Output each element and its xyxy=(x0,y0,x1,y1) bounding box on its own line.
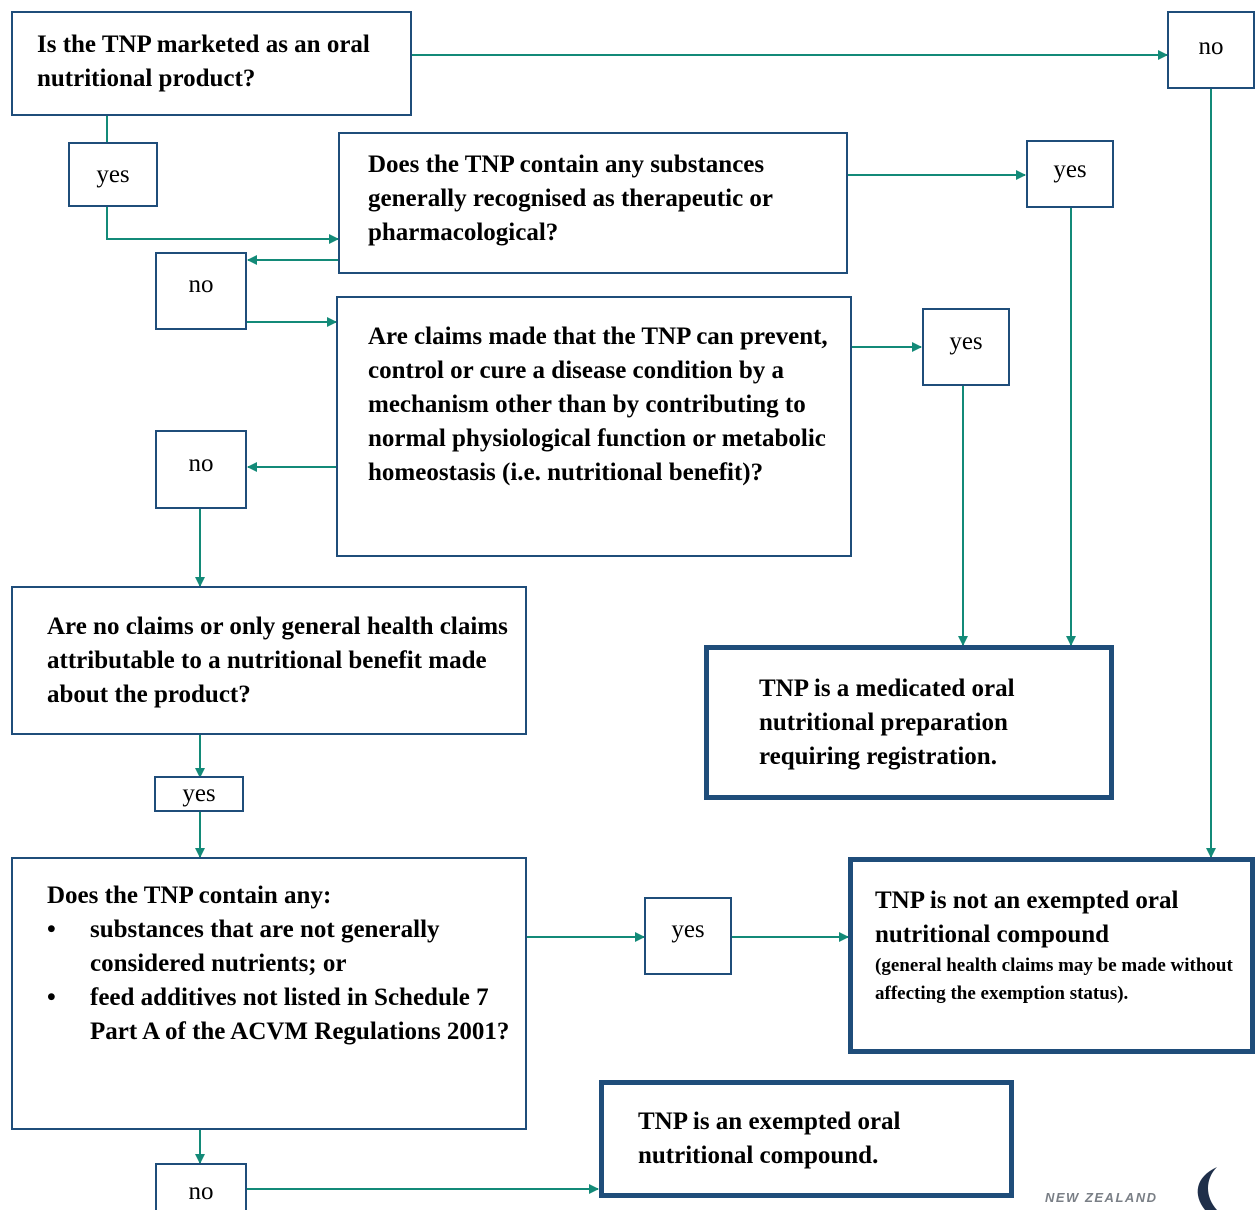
answer-yes-label: yes xyxy=(922,308,1010,386)
new-zealand-logo: NEW ZEALAND xyxy=(1045,1165,1255,1210)
outcome-medicated-preparation: TNP is a medicated oral nutritional prep… xyxy=(704,645,1114,800)
question-disease-claims: Are claims made that the TNP can prevent… xyxy=(336,296,852,557)
criteria-list: • substances that are not generally cons… xyxy=(47,913,515,1049)
answer-no-label: no xyxy=(155,430,247,509)
list-item-text: feed additives not listed in Schedule 7 … xyxy=(90,984,510,1045)
logo-mark-icon: NEW ZEALAND xyxy=(1045,1167,1217,1210)
answer-no-label: no xyxy=(155,1163,247,1210)
question-lead: Does the TNP contain any: xyxy=(47,882,332,909)
question-therapeutic-substances: Does the TNP contain any substances gene… xyxy=(338,132,848,274)
answer-yes-label: yes xyxy=(154,776,244,812)
question-nutrients-additives: Does the TNP contain any: • substances t… xyxy=(11,857,527,1130)
outcome-text: TNP is a medicated oral nutritional prep… xyxy=(759,675,1015,770)
list-item: • feed additives not listed in Schedule … xyxy=(47,981,515,1049)
outcome-not-exempted: TNP is not an exempted oral nutritional … xyxy=(848,857,1255,1054)
arrow-yes-to-q2 xyxy=(106,206,339,244)
answer-no-label: no xyxy=(155,252,247,330)
question-marketed-oral: Is the TNP marketed as an oral nutrition… xyxy=(11,11,412,116)
outcome-text: TNP is not an exempted oral nutritional … xyxy=(875,887,1179,948)
outcome-text: TNP is an exempted oral nutritional comp… xyxy=(638,1108,901,1169)
question-text: Does the TNP contain any substances gene… xyxy=(368,151,773,246)
question-text: Are no claims or only general health cla… xyxy=(47,613,508,708)
bullet-icon: • xyxy=(47,916,56,943)
answer-no-label: no xyxy=(1167,11,1255,89)
question-general-health-claims: Are no claims or only general health cla… xyxy=(11,586,527,735)
outcome-note: (general health claims may be made witho… xyxy=(875,955,1233,1004)
bullet-icon: • xyxy=(47,984,56,1011)
outcome-exempted: TNP is an exempted oral nutritional comp… xyxy=(599,1080,1014,1198)
svg-text:NEW ZEALAND: NEW ZEALAND xyxy=(1045,1190,1158,1205)
answer-yes-label: yes xyxy=(68,142,158,207)
list-item: • substances that are not generally cons… xyxy=(47,913,515,981)
answer-yes-label: yes xyxy=(1026,140,1114,208)
question-text: Is the TNP marketed as an oral nutrition… xyxy=(37,31,370,92)
answer-yes-label: yes xyxy=(644,897,732,975)
question-text: Are claims made that the TNP can prevent… xyxy=(368,323,828,486)
list-item-text: substances that are not generally consid… xyxy=(90,916,440,977)
